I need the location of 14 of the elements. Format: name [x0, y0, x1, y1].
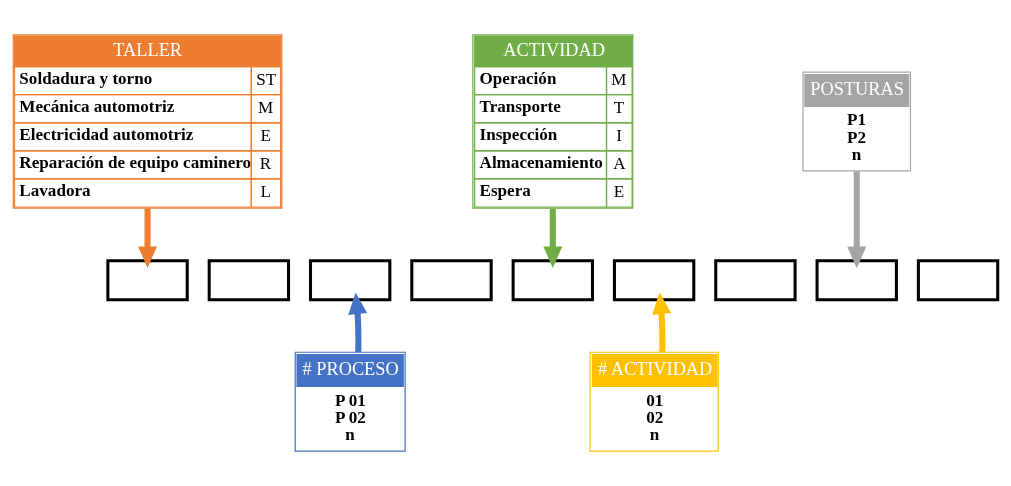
- arrow: [543, 208, 563, 269]
- node-box: [308, 259, 392, 302]
- node-box: [714, 259, 797, 302]
- arrow: [138, 208, 158, 269]
- node-box: [106, 259, 189, 302]
- node-box: [207, 259, 291, 302]
- node-box: [916, 259, 1000, 302]
- arrow: [652, 292, 672, 353]
- node-box: [815, 259, 898, 302]
- node-box: [612, 259, 696, 302]
- arrow: [348, 292, 368, 353]
- arrow: [847, 171, 867, 269]
- node-box: [511, 259, 594, 302]
- node-box: [410, 259, 493, 302]
